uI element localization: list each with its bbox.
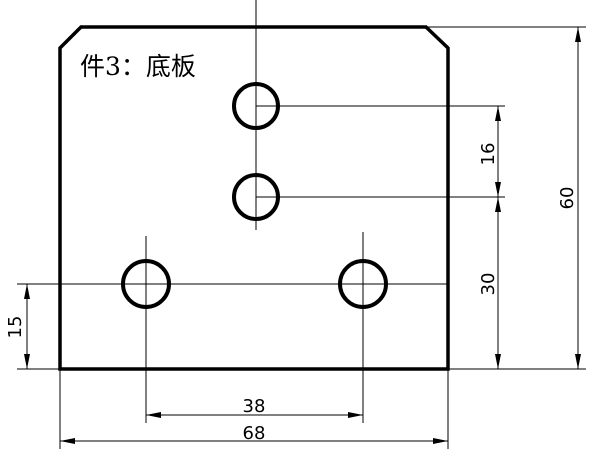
dimension-60: 60	[557, 27, 581, 369]
dimension-15: 15	[5, 284, 30, 369]
dimension-15-label: 15	[5, 316, 26, 339]
dimension-38: 38	[146, 396, 363, 418]
dimension-60-label: 60	[557, 187, 578, 210]
dimension-30-label: 30	[478, 273, 499, 296]
dimension-68-label: 68	[243, 423, 266, 444]
dimension-68: 68	[60, 423, 448, 444]
dimension-16: 16	[478, 106, 501, 197]
dimension-38-label: 38	[243, 396, 266, 417]
part-title: 件3：底板	[80, 52, 196, 81]
dimension-30: 30	[478, 197, 501, 369]
dimension-16-label: 16	[478, 143, 499, 166]
